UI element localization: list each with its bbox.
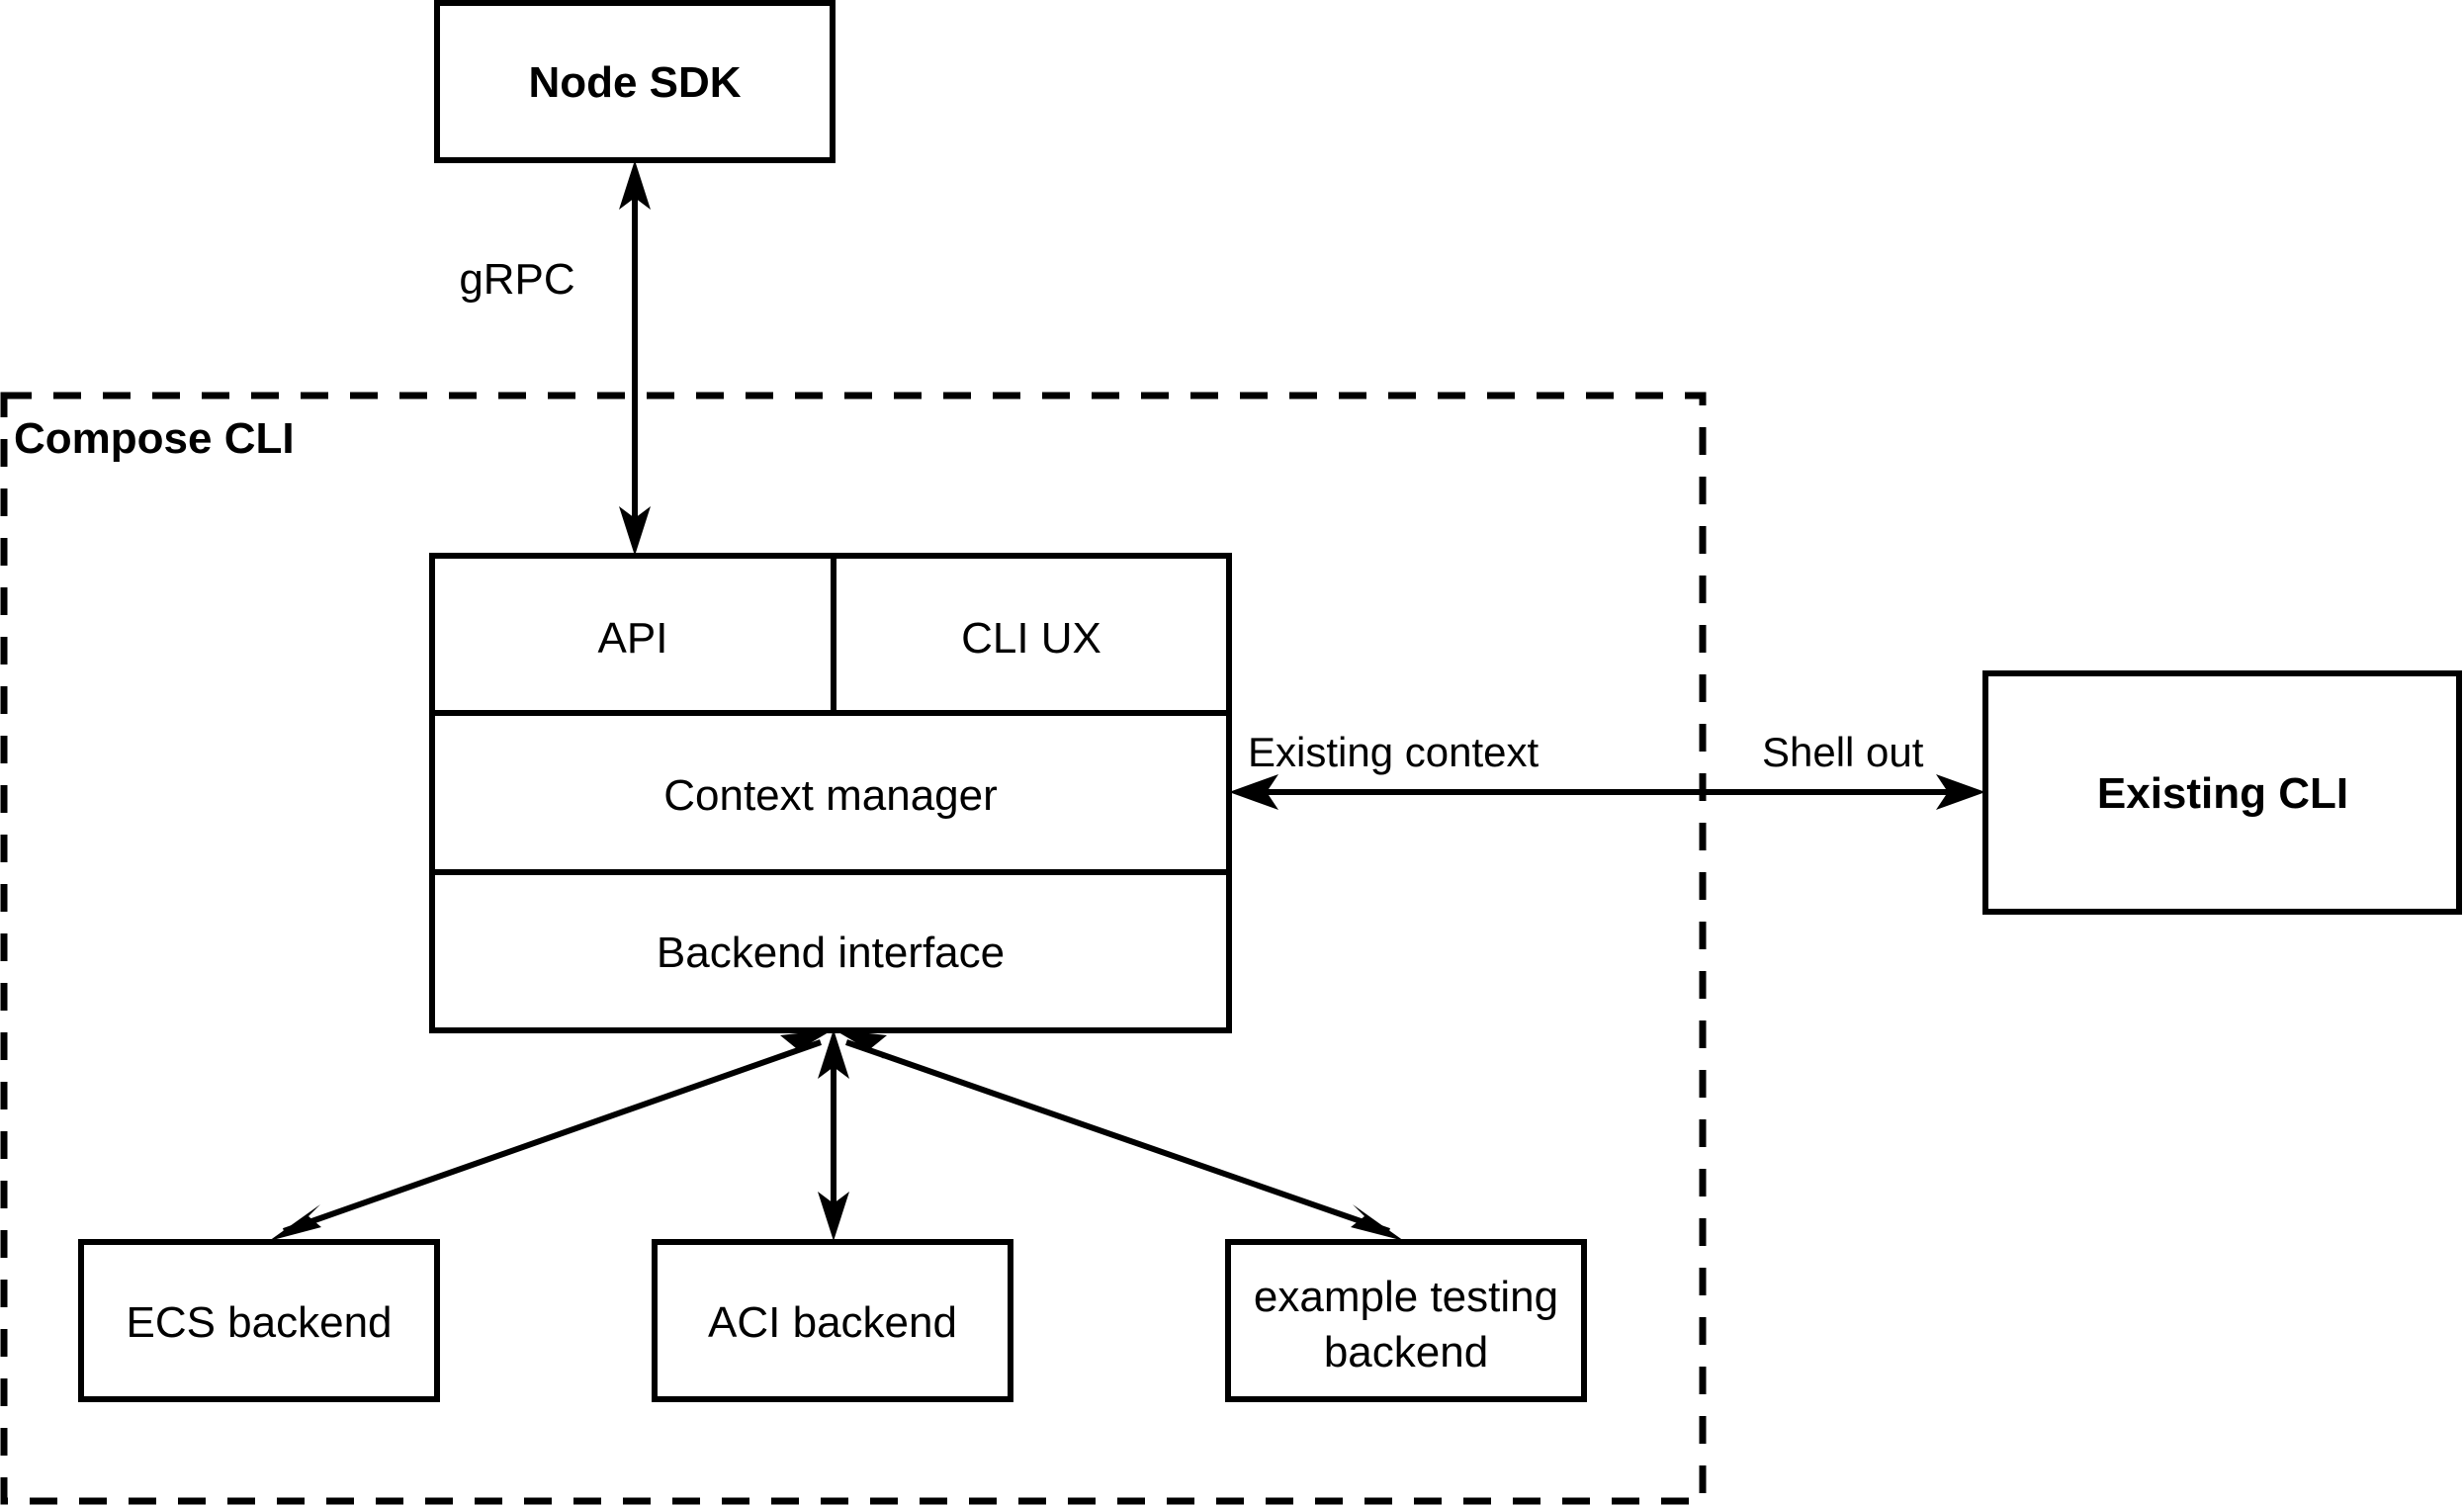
node-sdk-label: Node SDK <box>528 58 741 107</box>
context-manager-label: Context manager <box>663 771 998 820</box>
existing-cli-box[interactable] <box>1982 670 2462 915</box>
api-label: API <box>598 614 668 663</box>
example-testing-backend-label-line2: backend <box>1324 1328 1488 1376</box>
ecs-arrow-head-up <box>780 1029 834 1059</box>
aci-backend-box[interactable] <box>652 1239 1013 1402</box>
ecs-backend-box[interactable] <box>78 1239 440 1402</box>
example-backend-arrow-head-down <box>1351 1204 1404 1241</box>
aci-arrow-head-up <box>818 1029 849 1079</box>
existing-context-edge-label: Existing context <box>1248 729 1539 775</box>
grpc-edge-label: gRPC <box>459 255 574 304</box>
aci-arrow-head-down <box>818 1192 849 1241</box>
ecs-backend-label: ECS backend <box>126 1298 392 1347</box>
grpc-arrow-head-up <box>619 160 651 210</box>
compose-cli-group-label: Compose CLI <box>14 414 295 463</box>
shell-out-arrow-head <box>1936 774 1985 810</box>
ecs-edge-line <box>283 1039 822 1234</box>
compose-cli-boundary <box>0 392 1707 1505</box>
existing-context-arrow-head <box>1229 774 1278 810</box>
ecs-arrow-head-down <box>269 1204 321 1241</box>
example-testing-backend-label-line1: example testing <box>1254 1273 1558 1321</box>
shell-out-edge-label: Shell out <box>1762 729 1924 775</box>
backend-interface-label: Backend interface <box>657 929 1005 977</box>
example-backend-edge-line <box>845 1039 1390 1234</box>
example-testing-backend-box[interactable] <box>1225 1239 1587 1402</box>
cli-ux-label: CLI UX <box>961 614 1101 663</box>
existing-cli-label: Existing CLI <box>2097 769 2348 818</box>
grpc-arrow-head-down <box>619 506 651 556</box>
example-backend-arrow-head-up <box>834 1029 887 1059</box>
aci-backend-label: ACI backend <box>708 1298 957 1347</box>
